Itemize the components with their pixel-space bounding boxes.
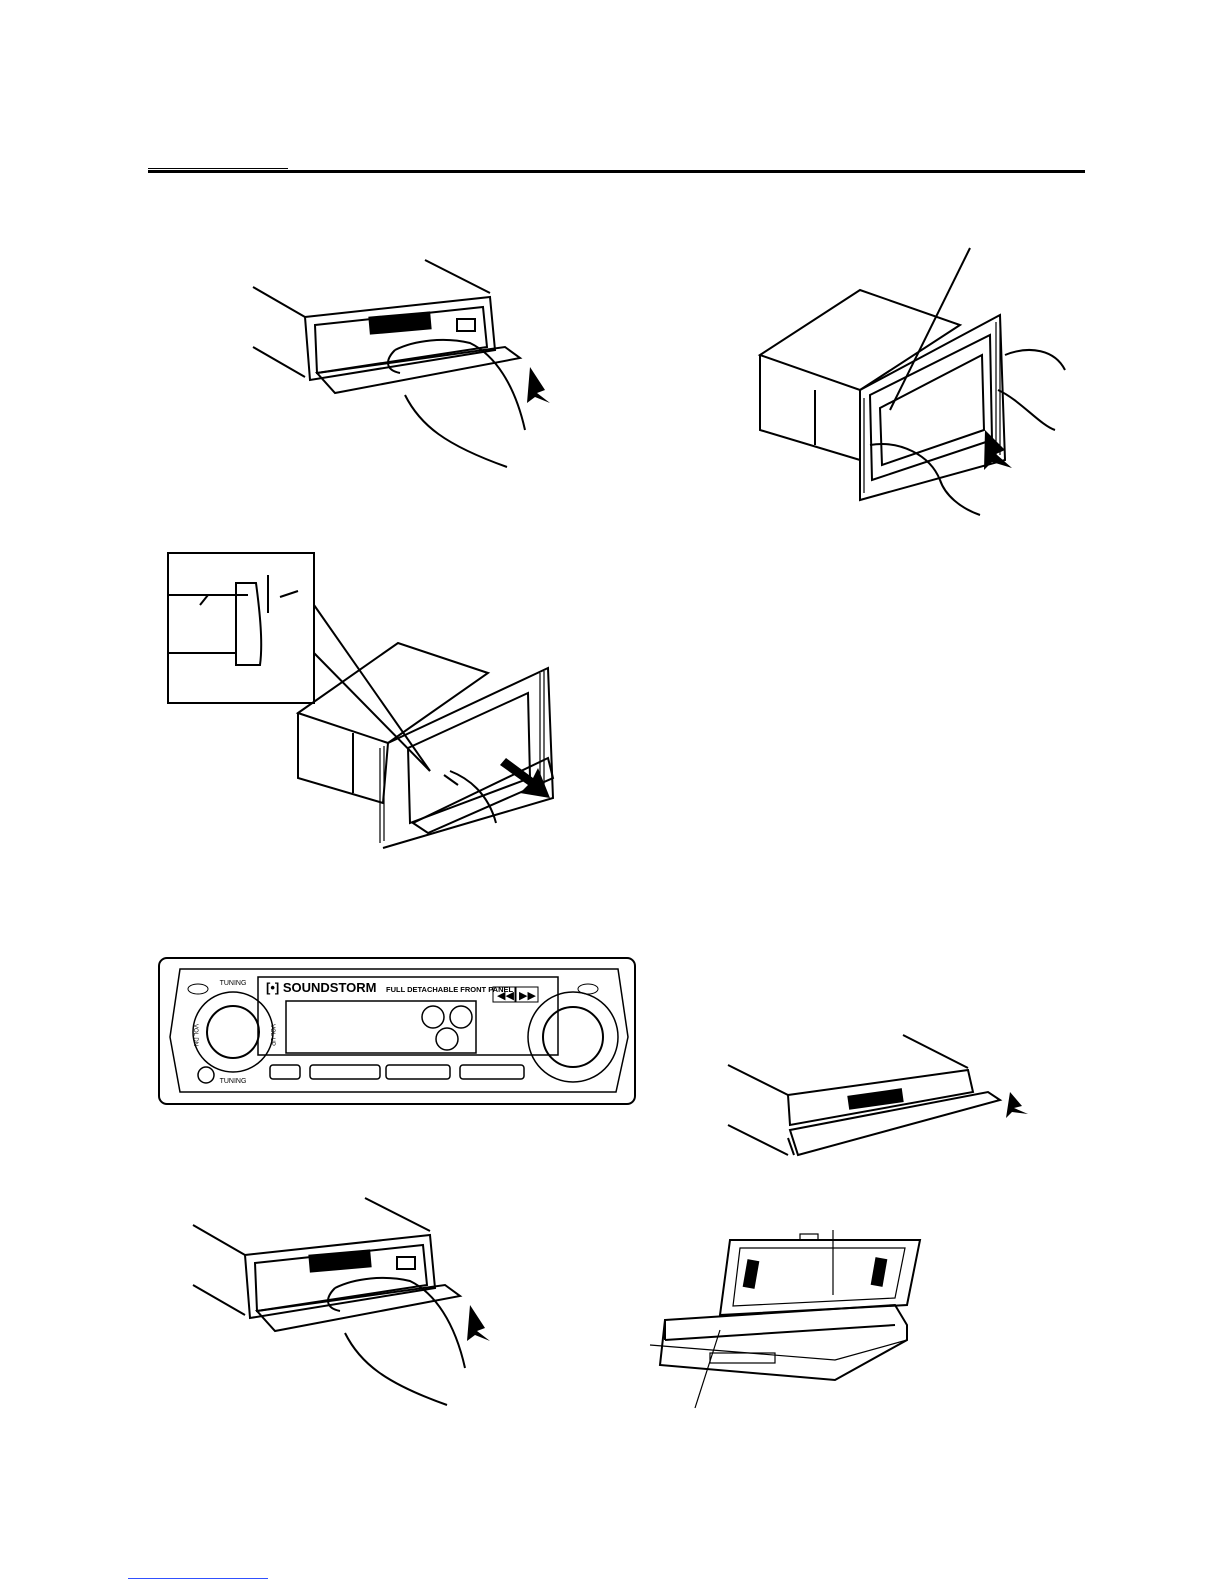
display-window (286, 1001, 476, 1053)
panel-case-illustration (645, 1230, 925, 1410)
preset-buttons (270, 1065, 524, 1079)
rewind-icon: ◀◀ (497, 990, 514, 1002)
footer-rule (128, 1578, 268, 1579)
arrow-icon (984, 430, 1012, 470)
panel-open-illustration (245, 255, 565, 475)
panel-banner: FULL DETACHABLE FRONT PANEL (386, 985, 513, 994)
preset-knob-icon (422, 1006, 444, 1028)
panel-tilt-illustration (728, 1030, 1048, 1170)
arrow-icon (527, 367, 550, 403)
figure-panel-case (645, 1230, 925, 1410)
figure-panel-open-top-left (245, 255, 565, 475)
figure-panel-open-bottom-left (185, 1195, 505, 1415)
tuning-knob-icon (207, 1006, 259, 1058)
panel-open-illustration-2 (185, 1195, 505, 1415)
arrow-icon (467, 1305, 490, 1341)
header-rule-accent (148, 168, 288, 169)
magnified-inset (168, 553, 314, 703)
knob-top-label: TUNING (220, 980, 247, 987)
volume-knob-icon (543, 1007, 603, 1067)
brand-logo: [•] SOUNDSTORM (266, 980, 376, 995)
knob-left-label: VOL DN (192, 1024, 198, 1046)
release-detail-illustration (168, 553, 568, 853)
tuning-ring (193, 992, 273, 1072)
front-panel-illustration: [•] SOUNDSTORM FULL DETACHABLE FRONT PAN… (158, 957, 638, 1107)
figure-release-detail (168, 553, 568, 853)
fast-forward-icon: ▶▶ (519, 990, 536, 1002)
figure-front-panel: [•] SOUNDSTORM FULL DETACHABLE FRONT PAN… (158, 957, 638, 1107)
volume-ring (528, 992, 618, 1082)
remove-unit-illustration (760, 240, 1080, 520)
preset-knob-icon (436, 1028, 458, 1050)
arrow-icon (1006, 1092, 1028, 1118)
figure-remove-unit-top-right (760, 240, 1080, 520)
header-rule (148, 170, 1085, 173)
figure-panel-tilt (728, 1030, 1048, 1170)
knob-right-label: VOL UP (269, 1024, 275, 1046)
knob-bottom-label: TUNING (220, 1078, 247, 1085)
preset-knob-icon (450, 1006, 472, 1028)
